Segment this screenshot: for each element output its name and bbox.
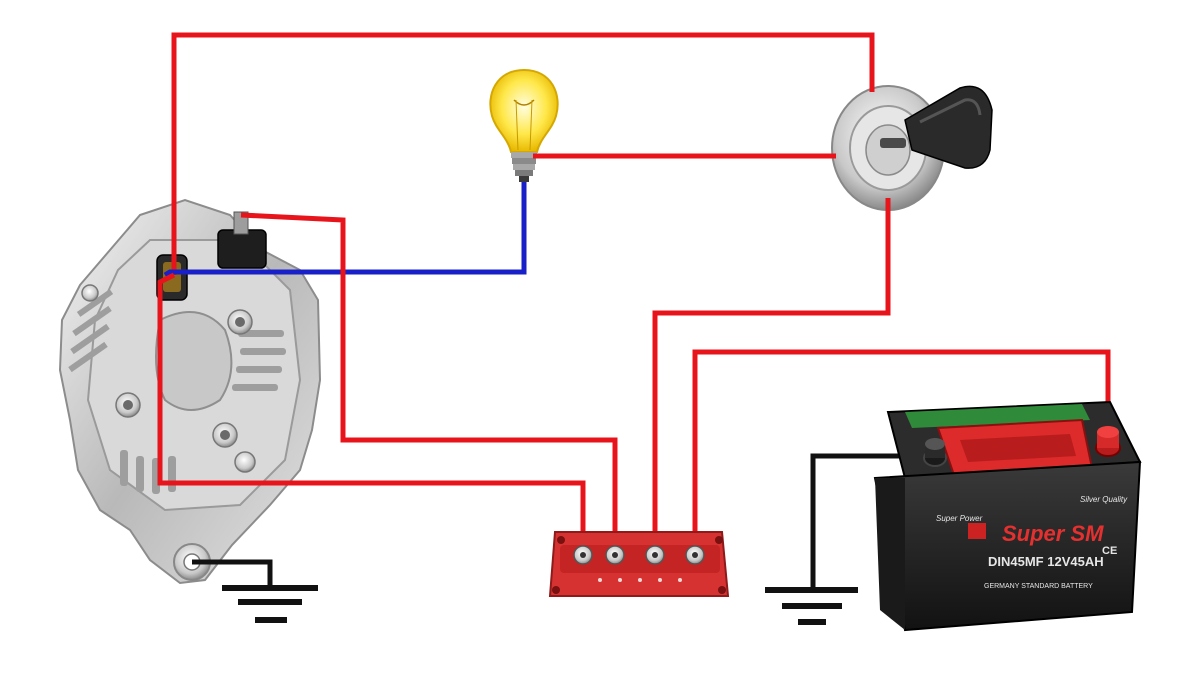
ground-symbol-icon (222, 585, 318, 623)
wire-alternator-to-ground (192, 559, 273, 588)
wire-bulb-to-alternator (163, 182, 527, 278)
ground-symbol-icon (765, 587, 858, 625)
battery-ce-mark: CE (1102, 545, 1117, 557)
battery-standard: GERMANY STANDARD BATTERY (984, 583, 1093, 590)
battery-model: DIN45MF 12V45AH (988, 554, 1104, 569)
alternator-icon (58, 198, 322, 585)
wire-alternator-sense-to-busbar (157, 272, 586, 542)
wire-battery-to-busbar (692, 349, 1111, 542)
wire-ignition-to-alternator (171, 32, 875, 275)
bulb-icon (489, 68, 559, 182)
wire-battery-to-ground (810, 453, 935, 588)
battery-icon: Super SM DIN45MF 12V45AH Super Power Sil… (873, 400, 1142, 632)
battery-brand: Super SM (1002, 521, 1104, 546)
wires (157, 32, 1111, 588)
wire-alternator-bplus-to-busbar (240, 212, 618, 542)
ignition-key-icon (831, 85, 993, 211)
battery-tagline-right: Silver Quality (1080, 495, 1128, 504)
wire-ignition-to-busbar (652, 198, 891, 542)
bus-bar-icon (548, 531, 730, 597)
battery-tagline-left: Super Power (936, 514, 983, 523)
